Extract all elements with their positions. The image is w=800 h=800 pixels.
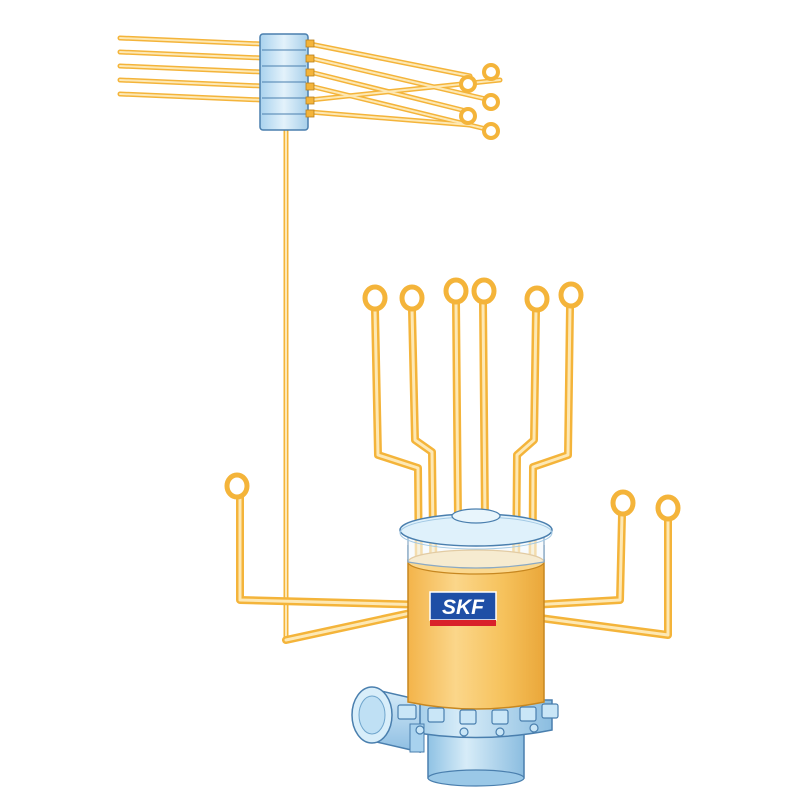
secondary-distributor <box>259 33 315 131</box>
lubrication-point <box>224 472 250 500</box>
lubrication-point <box>399 284 425 312</box>
outlet-fitting <box>491 709 509 725</box>
outlet-fitting <box>541 703 559 719</box>
skf-logo: SKF <box>429 591 497 626</box>
main-lubrication-points <box>224 277 681 522</box>
outlet-fitting <box>519 706 537 722</box>
outlet-fitting <box>397 704 417 720</box>
reservoir-lid <box>399 508 553 550</box>
pump-outlet-fittings <box>397 703 559 737</box>
lubrication-point <box>524 285 550 313</box>
top-lubrication-points <box>459 63 500 140</box>
outlet-fitting <box>459 709 477 725</box>
lubrication-point <box>482 93 500 111</box>
lubrication-point <box>471 277 497 305</box>
outlet-fitting <box>427 707 445 723</box>
lubrication-point <box>362 284 388 312</box>
lubrication-point <box>655 494 681 522</box>
lubrication-point <box>443 277 469 305</box>
pump-motor <box>351 686 425 753</box>
skf-logo-text: SKF <box>442 596 485 619</box>
top-distributor-lines <box>117 35 503 643</box>
lubrication-point <box>482 122 500 140</box>
lubrication-point <box>482 63 500 81</box>
lubrication-point <box>610 489 636 517</box>
lubrication-point <box>459 75 477 93</box>
lubrication-point <box>459 107 477 125</box>
lubrication-point <box>558 281 584 309</box>
